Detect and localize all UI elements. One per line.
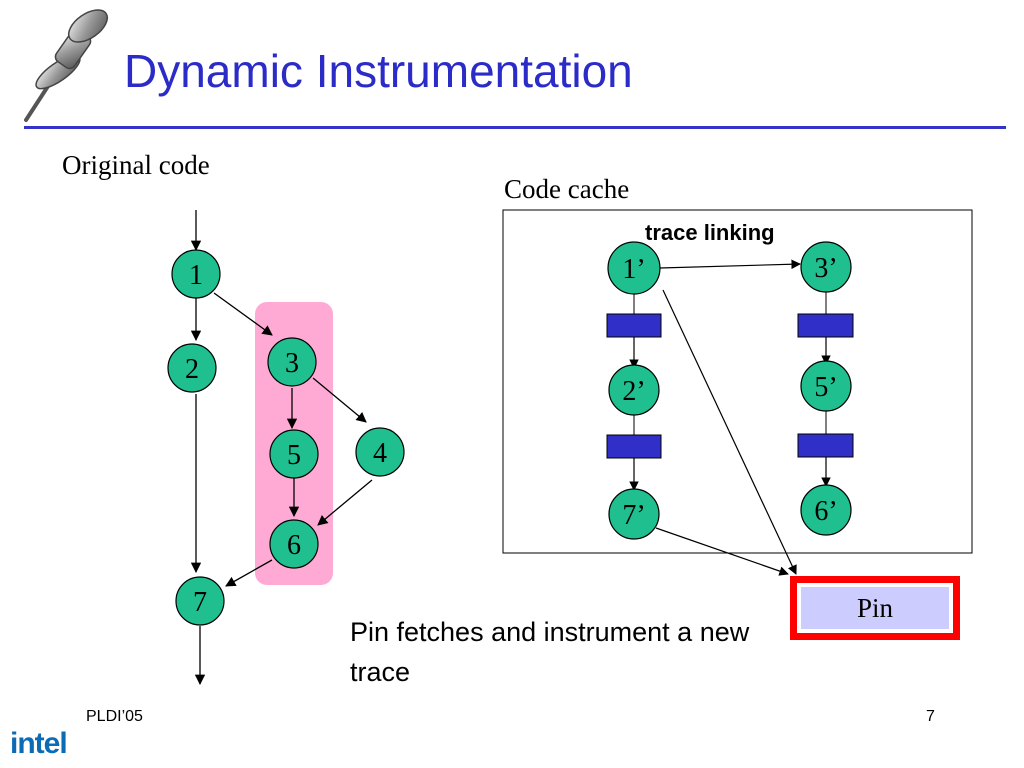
- cache-node-6: 6’: [800, 484, 852, 536]
- svg-text:7: 7: [193, 587, 207, 618]
- node-5: 5: [269, 429, 319, 479]
- exit-stub: [606, 434, 662, 459]
- intel-logo: intel: [10, 727, 68, 760]
- edge-c7-pin: [655, 527, 789, 576]
- svg-text:4: 4: [373, 438, 387, 469]
- svg-text:2’: 2’: [622, 376, 645, 407]
- svg-text:1: 1: [189, 260, 203, 291]
- footer-conference: PLDI’05: [86, 708, 143, 725]
- svg-text:6: 6: [287, 530, 301, 561]
- edge-trace-link: [659, 259, 801, 270]
- node-1: 1: [171, 249, 221, 299]
- original-code-label: Original code: [62, 150, 210, 180]
- code-cache-box: [502, 209, 973, 554]
- node-3: 3: [267, 337, 317, 387]
- cache-node-5: 5’: [800, 360, 852, 412]
- node-6: 6: [269, 519, 319, 569]
- edge-3-4: [312, 377, 367, 423]
- caption-text: Pin fetches and instrument a new trace: [350, 617, 750, 687]
- pin-box: Pin: [790, 576, 960, 640]
- cache-node-1: 1’: [607, 241, 661, 295]
- svg-text:7’: 7’: [622, 500, 645, 531]
- exit-stub: [797, 433, 854, 458]
- svg-text:5: 5: [287, 440, 301, 471]
- pin-label: Pin: [801, 587, 949, 629]
- cache-node-3: 3’: [800, 241, 852, 293]
- code-cache-label: Code cache: [504, 174, 630, 204]
- title-divider: [24, 126, 1006, 129]
- trace-linking-label: trace linking: [645, 220, 775, 245]
- svg-text:6’: 6’: [814, 496, 837, 527]
- edge-1-3: [213, 292, 273, 336]
- svg-text:5’: 5’: [814, 372, 837, 403]
- svg-text:3: 3: [285, 348, 299, 379]
- svg-text:2: 2: [185, 354, 199, 385]
- cache-node-2: 2’: [608, 364, 660, 416]
- node-7: 7: [175, 576, 225, 626]
- edge-4-6: [317, 479, 373, 526]
- exit-stub: [797, 313, 854, 338]
- node-2: 2: [167, 343, 217, 393]
- edge-c1-pin: [662, 289, 797, 575]
- slide-title: Dynamic Instrumentation: [124, 45, 633, 97]
- svg-text:1’: 1’: [622, 254, 645, 285]
- edge-6-7: [225, 559, 273, 587]
- cache-node-7: 7’: [608, 488, 660, 540]
- svg-text:3’: 3’: [814, 253, 837, 284]
- node-4: 4: [355, 427, 405, 477]
- pushpin-icon: [18, 2, 118, 129]
- page-number: 7: [926, 708, 935, 725]
- exit-stub: [606, 313, 662, 338]
